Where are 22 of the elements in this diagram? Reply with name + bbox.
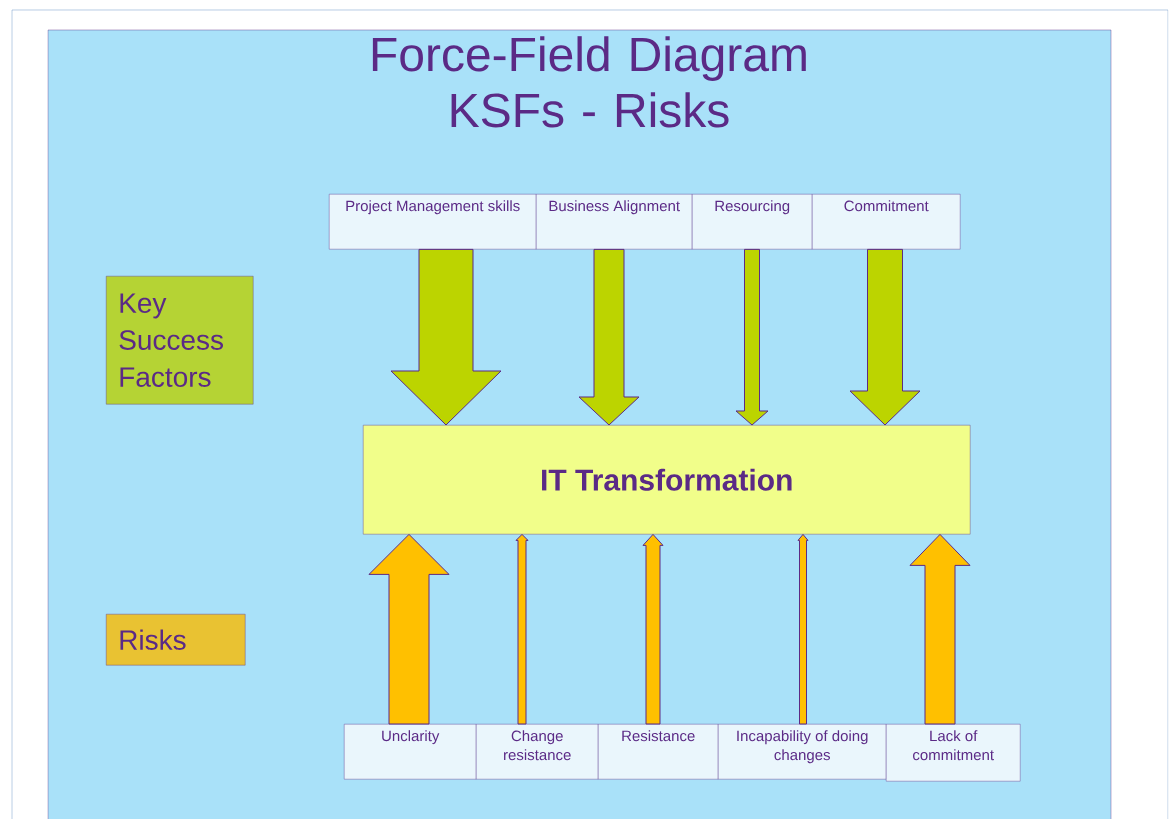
block-arrow: [515, 533, 529, 725]
block-arrow: [909, 533, 971, 725]
category-box: Key Success Factors: [106, 276, 254, 405]
label-box: Incapability of doing changes: [718, 724, 887, 780]
label-box: Business Alignment: [536, 194, 693, 250]
block-arrow: [578, 248, 640, 426]
label-box: Unclarity: [344, 724, 477, 780]
block-arrow: [849, 248, 921, 426]
block-arrow: [390, 248, 502, 426]
category-box: Risks: [106, 614, 246, 666]
title: Force-Field Diagram KSFs - Risks: [372, 36, 806, 128]
block-arrow: [642, 533, 664, 725]
label-box: Change resistance: [476, 724, 599, 780]
target-box: IT Transformation: [363, 425, 971, 535]
block-arrow: [368, 533, 450, 725]
label-box: Resistance: [598, 724, 719, 780]
block-arrow: [797, 533, 809, 725]
label-box: Commitment: [812, 194, 961, 250]
label-box: Resourcing: [692, 194, 813, 250]
label-box: Lack of commitment: [886, 724, 1021, 782]
label-box: Project Management skills: [329, 194, 537, 250]
block-arrow: [735, 248, 769, 426]
